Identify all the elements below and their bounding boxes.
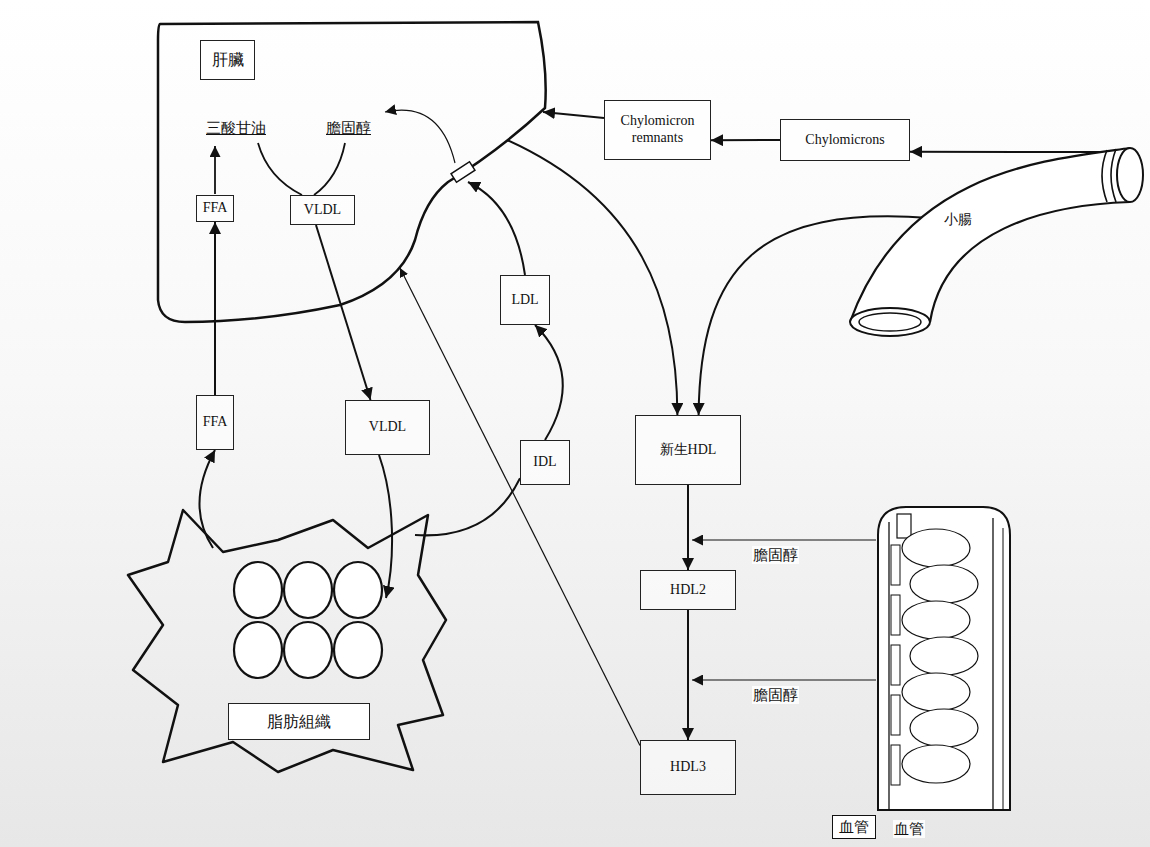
ldl-box: LDL — [500, 275, 550, 325]
node-label: 小腸 — [942, 212, 974, 229]
flow-arrow — [214, 222, 216, 395]
vldl-box: VLDL — [290, 195, 355, 225]
node-label: Chylomicron remnants — [610, 113, 705, 147]
cholesterol-arrows — [692, 540, 876, 680]
flow-arrow — [415, 478, 520, 535]
cholesterol-label: 膽固醇 — [752, 686, 799, 704]
vldl-box: VLDL — [345, 400, 430, 455]
node-label: HDL2 — [670, 582, 706, 599]
node-label: Chylomicrons — [805, 132, 884, 149]
node-label: VLDL — [304, 202, 341, 219]
flow-arrow — [316, 225, 371, 400]
idl-box: IDL — [520, 440, 570, 485]
node-label: 新生HDL — [660, 442, 717, 459]
cholesterol-label: 膽固醇 — [752, 546, 799, 564]
flow-arrow — [400, 268, 640, 746]
flow-arrow — [543, 112, 604, 118]
vessel-key-box: 血管 — [832, 815, 876, 839]
flow-arrow — [535, 325, 563, 440]
node-label: LDL — [511, 292, 538, 309]
adipose-tissue: 脂肪組織 — [128, 500, 448, 775]
ffa-box: FFA — [196, 195, 234, 222]
node-label: HDL3 — [670, 759, 706, 776]
node-label: FFA — [203, 414, 228, 431]
node-label: 脂肪組織 — [228, 703, 370, 740]
small-intestine: 小腸 — [845, 130, 1148, 340]
liver-organ: 肝臟 FFA VLDL — [155, 20, 550, 325]
flow-arrow — [687, 610, 689, 740]
node-label: FFA — [203, 200, 228, 217]
flow-arrow — [199, 450, 215, 548]
flow-arrow — [379, 455, 392, 598]
lipid-label: 膽固醇 — [325, 119, 372, 137]
node-label: VLDL — [369, 419, 406, 436]
intestine-tube — [845, 130, 1148, 340]
flow-arrow — [687, 485, 689, 570]
node-label: 肝臟 — [200, 40, 255, 80]
nascent-hdl-box: 新生HDL — [635, 415, 741, 485]
ffa-box: FFA — [196, 395, 234, 450]
blood-vessel — [878, 507, 1010, 810]
chylomicron-remnants-box: Chylomicron remnants — [604, 100, 711, 160]
vessel-key-text: 血管 — [893, 820, 925, 838]
flow-arrow — [468, 182, 525, 275]
chylomicrons-box: Chylomicrons — [780, 119, 910, 161]
hdl2-box: HDL2 — [640, 570, 736, 610]
flow-arrow — [711, 139, 780, 141]
lipid-label: 三酸甘油 — [205, 119, 267, 137]
node-label: IDL — [533, 454, 556, 471]
hdl3-box: HDL3 — [640, 740, 736, 795]
